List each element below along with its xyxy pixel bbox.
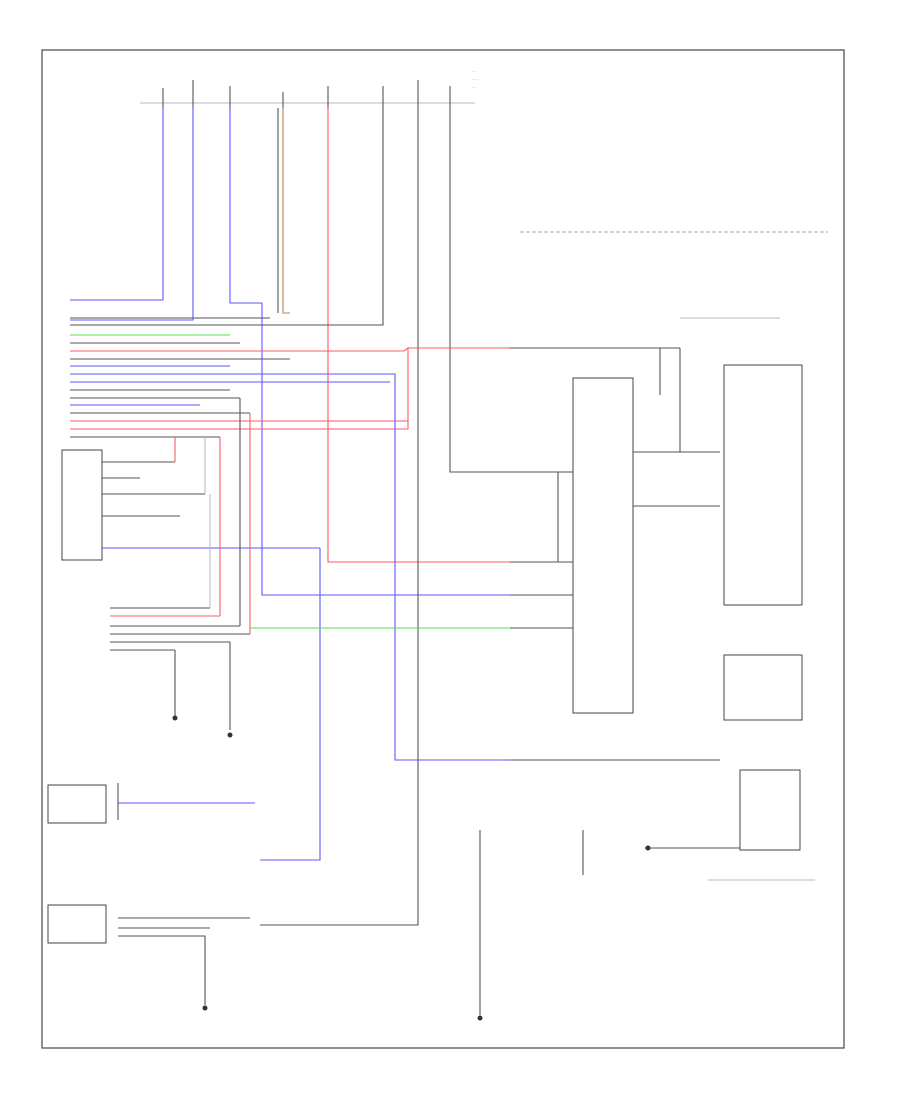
wire-gray-2 — [260, 108, 419, 926]
control-unit — [572, 377, 634, 714]
ground-1 — [172, 715, 178, 721]
ground-4 — [645, 845, 651, 851]
wire-blue-4 — [300, 373, 510, 761]
right-switch-block — [723, 364, 803, 606]
wire-blue-2 — [70, 108, 194, 321]
sensor-box-2 — [47, 904, 107, 944]
right-switch-2 — [723, 654, 803, 721]
left-module-pins — [102, 461, 320, 549]
diagram-frame — [41, 49, 845, 1049]
wire-red-1 — [327, 108, 510, 563]
wire-blue-3 — [229, 108, 510, 596]
wire-blue-5 — [260, 548, 321, 861]
wire-gray-1 — [70, 108, 384, 326]
top-connector-pins — [162, 80, 451, 108]
left-harness — [70, 317, 408, 438]
right-sensor — [739, 769, 801, 851]
ground-3 — [202, 1005, 208, 1011]
top-connector-label: .... — [472, 68, 476, 73]
left-lower-wires — [110, 398, 510, 730]
left-module-box — [61, 449, 103, 561]
ground-2 — [227, 732, 233, 738]
sensor-box-1 — [47, 784, 107, 824]
svg-text:....: .... — [472, 84, 476, 89]
ground-5 — [477, 1015, 483, 1021]
wire-brown-1 — [282, 108, 290, 314]
svg-text:......: ...... — [472, 76, 479, 81]
wire-blue-1 — [70, 108, 164, 301]
wire-gray-3 — [449, 108, 510, 473]
wire-red-2 — [290, 346, 409, 429]
